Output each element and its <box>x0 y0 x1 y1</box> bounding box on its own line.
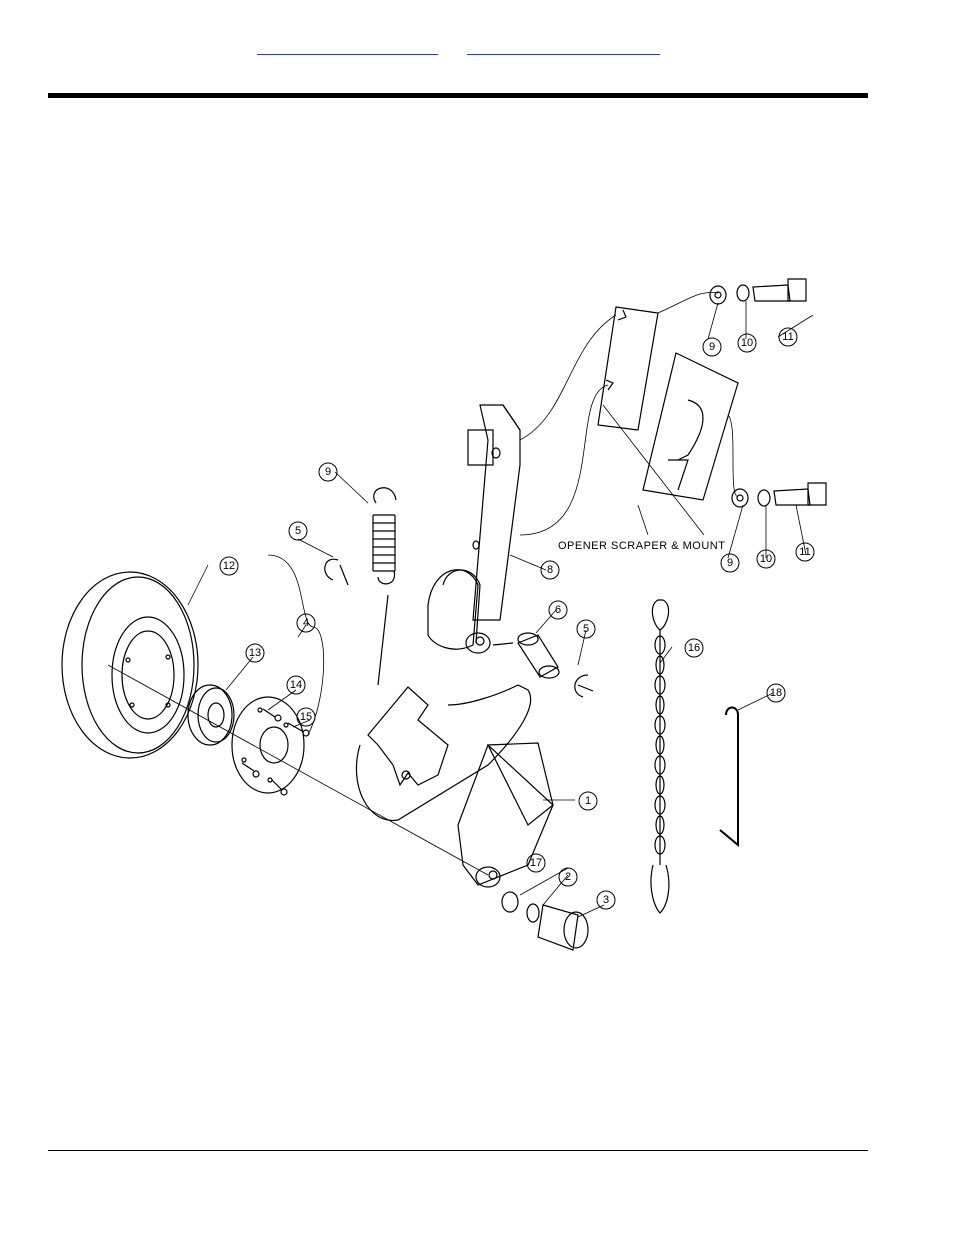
spacer-6 <box>492 632 560 679</box>
callout-2: 2 <box>558 867 578 887</box>
leader-lines <box>187 301 814 918</box>
svg-text:13: 13 <box>249 647 261 659</box>
svg-text:10: 10 <box>741 337 753 349</box>
callout-7: 8 <box>540 560 560 580</box>
svg-text:14: 14 <box>290 679 302 691</box>
callout-5-left: 5 <box>288 521 308 541</box>
svg-text:8: 8 <box>547 564 553 576</box>
callout-8: 9 <box>318 462 338 482</box>
svg-text:3: 3 <box>603 894 609 906</box>
svg-text:11: 11 <box>782 331 793 343</box>
callout-10-lower: 10 <box>756 549 776 569</box>
svg-text:5: 5 <box>583 623 589 635</box>
svg-text:16: 16 <box>688 642 700 654</box>
svg-text:9: 9 <box>709 341 715 353</box>
svg-text:12: 12 <box>223 560 235 572</box>
exploded-parts-diagram: 12 13 14 15 4 5 9 8 6 5 1 17 2 3 16 18 9… <box>61 278 827 951</box>
callout-17: 17 <box>526 853 546 873</box>
bolt-3 <box>537 904 589 951</box>
spring-8 <box>372 487 397 585</box>
scraper-mount <box>642 352 739 501</box>
lockwasher-2 <box>526 903 540 923</box>
arm-1 <box>355 684 554 888</box>
callout-18: 18 <box>766 683 786 703</box>
bottom-rule <box>48 1150 868 1151</box>
callout-3: 3 <box>596 890 616 910</box>
svg-text:5: 5 <box>295 525 301 537</box>
svg-text:4: 4 <box>303 617 309 629</box>
svg-text:2: 2 <box>565 871 571 883</box>
svg-text:9: 9 <box>325 466 331 478</box>
callout-16: 16 <box>684 638 704 658</box>
fasteners-upper <box>709 278 807 305</box>
mount-bracket-7 <box>377 404 521 686</box>
svg-text:6: 6 <box>555 604 561 616</box>
hub-plate-14 <box>231 696 305 794</box>
callout-11-lower: 11 <box>795 542 815 562</box>
svg-text:9: 9 <box>727 557 733 569</box>
header-link-1[interactable] <box>257 40 438 55</box>
wheel-12 <box>61 571 199 759</box>
top-rule <box>48 93 868 98</box>
callout-13: 13 <box>245 643 265 663</box>
svg-text:11: 11 <box>799 546 810 558</box>
bearing-13 <box>187 684 235 746</box>
callout-12: 12 <box>219 556 239 576</box>
callout-14: 14 <box>286 675 306 695</box>
svg-text:18: 18 <box>770 687 782 699</box>
callout-15: 15 <box>296 707 316 727</box>
callout-1: 1 <box>578 791 598 811</box>
scraper-plate <box>597 306 659 431</box>
callout-9-upper: 9 <box>702 337 722 357</box>
svg-text:10: 10 <box>760 553 772 565</box>
clip-5-left <box>324 558 349 586</box>
assembly-label: OPENER SCRAPER & MOUNT <box>558 540 725 552</box>
washer-17 <box>501 891 519 913</box>
callout-9-lower: 9 <box>720 553 740 573</box>
callout-6: 6 <box>548 600 568 620</box>
hook-pin-18 <box>719 706 739 848</box>
fasteners-lower <box>731 482 827 508</box>
callout-11-upper: 11 <box>778 327 798 347</box>
svg-text:15: 15 <box>300 711 312 723</box>
clip-5-right <box>574 674 594 698</box>
callout-5-right: 5 <box>576 619 596 639</box>
callout-4: 4 <box>296 613 316 633</box>
chain-16 <box>650 599 670 914</box>
callout-10-upper: 10 <box>737 333 757 353</box>
svg-text:1: 1 <box>585 795 591 807</box>
svg-text:17: 17 <box>530 857 542 869</box>
header-link-2[interactable] <box>467 40 660 55</box>
